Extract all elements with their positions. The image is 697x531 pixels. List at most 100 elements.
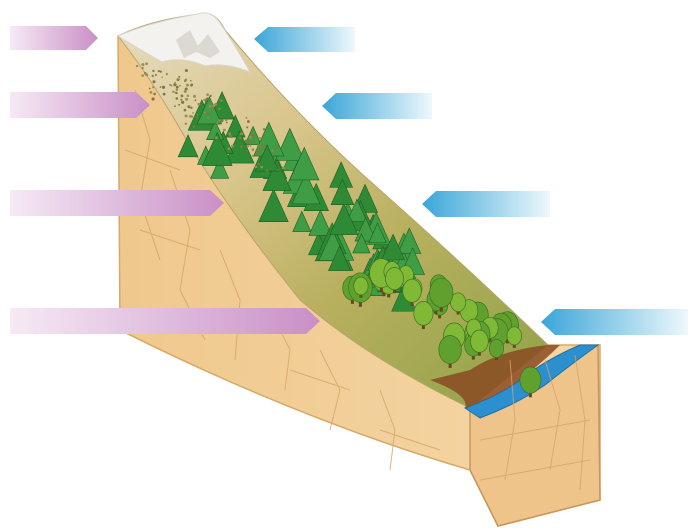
deciduous-tree bbox=[385, 267, 404, 291]
grass-tuft bbox=[152, 80, 156, 84]
grass-tuft bbox=[214, 103, 217, 106]
right-arrow-2 bbox=[322, 93, 432, 119]
grass-tuft bbox=[271, 149, 274, 152]
grass-tuft bbox=[135, 64, 139, 68]
grass-tuft bbox=[178, 84, 181, 87]
grass-tuft bbox=[193, 94, 196, 98]
grass-tuft bbox=[196, 116, 198, 119]
conifer-tree bbox=[196, 95, 223, 125]
grass-tuft bbox=[263, 134, 266, 138]
grass-tuft bbox=[202, 98, 205, 101]
left-arrow-3 bbox=[10, 190, 224, 216]
conifer-tree bbox=[291, 172, 321, 205]
conifer-tree bbox=[262, 158, 292, 191]
right-label-3[interactable] bbox=[422, 191, 550, 217]
grass-tuft bbox=[281, 166, 285, 170]
grass-tuft bbox=[225, 121, 228, 124]
grass-tuft bbox=[192, 125, 196, 129]
conifer-tree bbox=[328, 245, 352, 271]
conifer-tree bbox=[210, 157, 230, 179]
grass-tuft bbox=[246, 144, 249, 148]
left-label-4[interactable] bbox=[10, 308, 320, 334]
grass-tuft bbox=[224, 119, 228, 122]
grass-tuft bbox=[205, 112, 209, 115]
grass-tuft bbox=[145, 62, 149, 66]
grass-tuft bbox=[185, 97, 189, 101]
grass-tuft bbox=[157, 70, 160, 73]
grass-tuft bbox=[189, 115, 192, 118]
grass-tuft bbox=[216, 122, 219, 125]
grass-tuft bbox=[180, 94, 184, 98]
grass-tuft bbox=[175, 85, 179, 89]
left-arrow-1 bbox=[10, 26, 98, 50]
grass-tuft bbox=[223, 128, 226, 132]
grass-tuft bbox=[255, 149, 259, 153]
grass-tuft bbox=[192, 112, 195, 114]
grass-tuft bbox=[183, 90, 187, 93]
grass-tuft bbox=[181, 100, 185, 104]
grass-tuft bbox=[159, 86, 162, 88]
grass-tuft bbox=[240, 132, 244, 136]
deciduous-tree bbox=[519, 366, 542, 394]
grass-tuft bbox=[262, 128, 266, 131]
grass-tuft bbox=[265, 169, 269, 172]
grass-tuft bbox=[253, 140, 257, 143]
left-label-3[interactable] bbox=[10, 190, 224, 216]
grass-tuft bbox=[159, 70, 162, 73]
grass-tuft bbox=[149, 91, 153, 94]
grass-tuft bbox=[190, 84, 193, 87]
grass-tuft bbox=[154, 74, 157, 76]
grass-tuft bbox=[178, 78, 181, 81]
grass-tuft bbox=[214, 136, 218, 140]
grass-tuft bbox=[184, 78, 188, 82]
right-label-2[interactable] bbox=[322, 93, 432, 119]
grass-tuft bbox=[175, 97, 179, 100]
right-label-1[interactable] bbox=[254, 27, 355, 52]
grass-tuft bbox=[141, 63, 145, 67]
conifer-tree bbox=[381, 233, 406, 261]
grass-tuft bbox=[213, 126, 216, 128]
grass-tuft bbox=[208, 104, 212, 108]
grass-tuft bbox=[256, 152, 259, 156]
grass-tuft bbox=[209, 94, 212, 97]
grass-tuft bbox=[257, 143, 260, 147]
grass-tuft bbox=[257, 162, 261, 166]
left-label-2[interactable] bbox=[10, 92, 150, 118]
conifer-tree bbox=[289, 146, 320, 181]
grass-tuft bbox=[248, 135, 252, 139]
grass-tuft bbox=[262, 144, 266, 148]
grass-tuft bbox=[184, 69, 188, 73]
grass-tuft bbox=[259, 137, 261, 139]
grass-tuft bbox=[178, 103, 181, 106]
grass-tuft bbox=[276, 168, 279, 171]
grass-tuft bbox=[229, 135, 233, 138]
deciduous-tree bbox=[438, 335, 462, 365]
river-bank-soil bbox=[430, 345, 560, 408]
left-label-1[interactable] bbox=[10, 26, 98, 50]
deciduous-tree bbox=[488, 339, 505, 358]
conifer-tree bbox=[258, 188, 289, 222]
grass-tuft bbox=[186, 83, 189, 87]
conifer-tree bbox=[330, 178, 355, 206]
grass-tuft bbox=[153, 92, 156, 96]
grass-tuft bbox=[184, 87, 188, 91]
grass-tuft bbox=[211, 109, 215, 112]
grass-tuft bbox=[178, 75, 181, 78]
grass-tuft bbox=[246, 126, 249, 129]
grass-tuft bbox=[218, 107, 221, 110]
right-label-4[interactable] bbox=[541, 309, 688, 335]
right-arrow-1 bbox=[254, 27, 355, 52]
right-arrow-3 bbox=[422, 191, 550, 217]
alpine-meadow bbox=[135, 62, 285, 172]
grass-tuft bbox=[141, 74, 144, 77]
conifer-tree bbox=[397, 227, 422, 254]
grass-tuft bbox=[148, 87, 151, 90]
grass-tuft bbox=[141, 67, 144, 69]
grass-tuft bbox=[180, 98, 183, 101]
grass-tuft bbox=[186, 94, 189, 97]
grass-tuft bbox=[165, 72, 169, 76]
grass-tuft bbox=[175, 91, 178, 94]
grass-tuft bbox=[249, 141, 252, 144]
grass-tuft bbox=[244, 139, 248, 143]
conifer-tree bbox=[329, 202, 359, 235]
